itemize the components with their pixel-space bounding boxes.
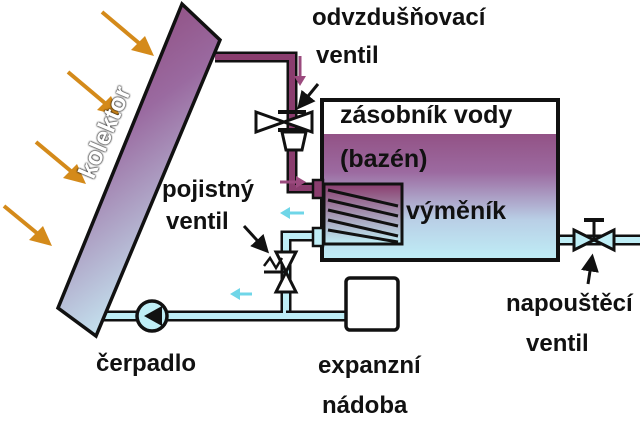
- expansion-vessel-label-line1: expanzní: [318, 352, 421, 379]
- fill-valve-label-line1: napouštěcí: [506, 290, 633, 317]
- air-valve-pointer: [297, 83, 320, 110]
- cold-flow-arrow: [280, 207, 304, 219]
- expansion-vessel: [344, 276, 400, 332]
- exchanger-label: výměník: [406, 197, 507, 225]
- collector-panel: [55, 0, 223, 339]
- cold-flow-arrow: [230, 288, 252, 300]
- hot-flow-arrow: [294, 56, 306, 86]
- tank-label-line1: zásobník vody: [340, 101, 513, 129]
- sun-ray-arrow: [66, 70, 120, 116]
- label-pointers: [242, 83, 599, 285]
- tank-label-line2: (bazén): [340, 145, 428, 173]
- heat-exchanger-coil: [322, 182, 404, 246]
- fill-valve-label-line2: ventil: [526, 330, 589, 357]
- circulation-pump: [135, 299, 169, 333]
- expansion-vessel-label-line2: nádoba: [322, 392, 408, 419]
- sun-rays: [2, 10, 154, 246]
- fill-valve-pointer: [581, 253, 599, 285]
- safety-valve-pointer: [242, 224, 270, 254]
- safety-valve-label-line2: ventil: [166, 208, 229, 235]
- tank-top-band: [324, 102, 556, 134]
- sun-ray-arrow: [34, 140, 86, 184]
- safety-valve-label-line1: pojistný: [162, 176, 255, 203]
- exchanger-inlet-hot: [311, 178, 325, 200]
- exchanger-outlet-cold: [311, 226, 325, 248]
- cold-pipe: [100, 230, 346, 322]
- fill-valve: [572, 218, 616, 253]
- safety-valve: [263, 250, 299, 294]
- air-vent-valve: [254, 109, 314, 152]
- pump-label: čerpadlo: [96, 350, 197, 377]
- hot-flow-arrow: [280, 176, 306, 188]
- sun-ray-arrow: [2, 204, 52, 246]
- flow-arrows: [230, 56, 306, 300]
- sun-ray-arrow: [100, 10, 154, 56]
- air-valve-label-line1: odvzdušňovací: [312, 4, 486, 31]
- air-valve-label-line2: ventil: [316, 42, 379, 69]
